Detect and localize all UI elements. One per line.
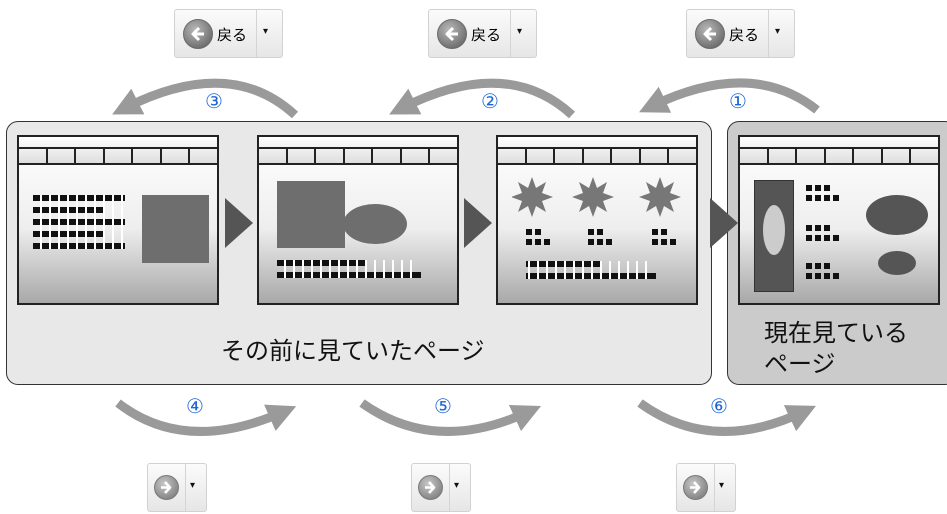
chevron-down-icon[interactable]: ▾ <box>517 26 523 37</box>
forward-button-1[interactable]: ▾ <box>147 463 207 512</box>
browser-toolbar <box>19 137 217 165</box>
button-divider <box>768 10 769 57</box>
forward-arrow-5 <box>359 399 542 436</box>
chevron-down-icon[interactable]: ▾ <box>454 480 460 491</box>
step-number-2: ② <box>481 89 499 113</box>
starburst-shapes <box>511 175 692 235</box>
chevron-down-icon[interactable]: ▾ <box>775 26 781 37</box>
forward-arrow-6 <box>637 399 817 436</box>
text-block <box>277 260 427 284</box>
ellipse-shape <box>763 205 785 255</box>
back-arrow-1 <box>639 78 820 114</box>
back-arrow-icon <box>437 19 467 49</box>
back-button-1[interactable]: 戻る ▾ <box>174 9 283 58</box>
text-block <box>33 195 133 269</box>
forward-arrow-icon <box>683 475 708 500</box>
browser-toolbar <box>740 137 938 165</box>
back-button-label: 戻る <box>217 26 248 44</box>
step-number-4: ④ <box>186 394 204 418</box>
forward-arrow-icon <box>154 475 179 500</box>
back-arrow-icon <box>183 19 213 49</box>
button-divider <box>449 464 450 511</box>
chevron-down-icon[interactable]: ▾ <box>263 26 269 37</box>
forward-arrow-icon <box>418 475 443 500</box>
page-thumbnail-3 <box>496 135 698 305</box>
sidebar-shape <box>754 180 794 292</box>
image-placeholder <box>142 195 209 263</box>
text-block <box>806 185 846 299</box>
browser-toolbar <box>498 137 696 165</box>
browser-toolbar <box>259 137 457 165</box>
current-page-label-line1: 現在見ている <box>764 319 908 347</box>
page-thumbnail-current <box>738 135 940 305</box>
page-thumbnail-2 <box>257 135 459 305</box>
forward-button-3[interactable]: ▾ <box>676 463 736 512</box>
chevron-down-icon[interactable]: ▾ <box>719 480 725 491</box>
text-block <box>512 229 696 295</box>
button-divider <box>185 464 186 511</box>
step-number-5: ⑤ <box>434 394 452 418</box>
step-number-1: ① <box>729 89 747 113</box>
step-number-3: ③ <box>205 89 223 113</box>
button-divider <box>510 10 511 57</box>
back-button-label: 戻る <box>729 26 760 44</box>
ellipse-shape <box>866 195 928 235</box>
back-button-3[interactable]: 戻る ▾ <box>686 9 795 58</box>
chevron-right-icon <box>225 198 253 248</box>
page-thumbnail-1 <box>17 135 219 305</box>
current-page-label-line2: ページ <box>764 350 836 378</box>
chevron-down-icon[interactable]: ▾ <box>190 480 196 491</box>
chevron-right-icon <box>710 198 738 248</box>
image-placeholder <box>277 181 345 248</box>
step-number-6: ⑥ <box>710 394 728 418</box>
back-button-2[interactable]: 戻る ▾ <box>428 9 537 58</box>
forward-button-2[interactable]: ▾ <box>411 463 471 512</box>
chevron-right-icon <box>464 198 492 248</box>
back-arrow-2 <box>389 78 576 119</box>
back-button-label: 戻る <box>471 26 502 44</box>
ellipse-shape <box>343 204 407 244</box>
ellipse-shape <box>878 251 916 275</box>
back-arrow-icon <box>695 19 725 49</box>
button-divider <box>714 464 715 511</box>
button-divider <box>256 10 257 57</box>
back-arrow-3 <box>112 78 299 119</box>
previous-pages-label: その前に見ていたページ <box>221 337 485 365</box>
forward-arrow-4 <box>115 399 297 436</box>
